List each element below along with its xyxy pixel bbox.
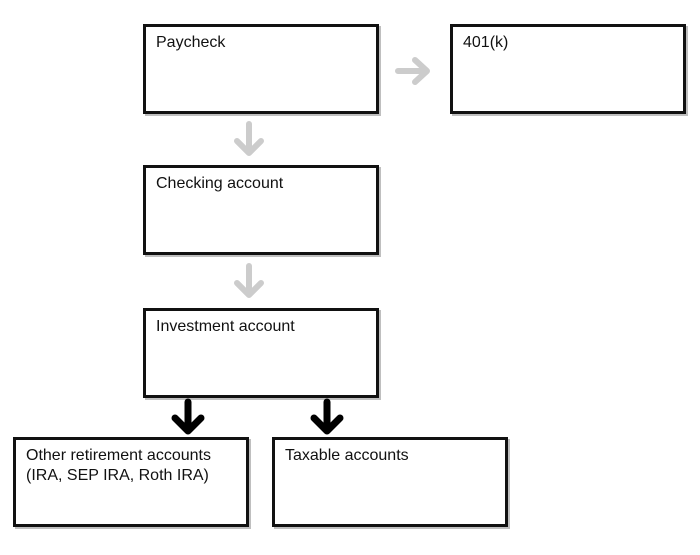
- down-arrow-icon: [310, 398, 344, 435]
- checking-account-label: Checking account: [156, 175, 284, 192]
- investment-account-label: Investment account: [156, 318, 295, 335]
- checking-account-box: Checking account: [143, 165, 379, 255]
- taxable-accounts-box: Taxable accounts: [272, 437, 508, 527]
- down-arrow-icon: [171, 398, 205, 435]
- paycheck-box: Paycheck: [143, 24, 379, 114]
- other-retirement-accounts-sublabel: (IRA, SEP IRA, Roth IRA): [26, 467, 209, 484]
- 401k-label: 401(k): [463, 34, 509, 51]
- down-arrow-icon: [234, 263, 264, 298]
- investment-account-box: Investment account: [143, 308, 379, 398]
- down-arrow-icon: [234, 121, 264, 156]
- taxable-accounts-label: Taxable accounts: [285, 447, 409, 464]
- paycheck-label: Paycheck: [156, 34, 226, 51]
- other-retirement-accounts-box: Other retirement accounts (IRA, SEP IRA,…: [13, 437, 249, 527]
- 401k-box: 401(k): [450, 24, 686, 114]
- other-retirement-accounts-label: Other retirement accounts: [26, 447, 211, 464]
- right-arrow-icon: [395, 57, 430, 85]
